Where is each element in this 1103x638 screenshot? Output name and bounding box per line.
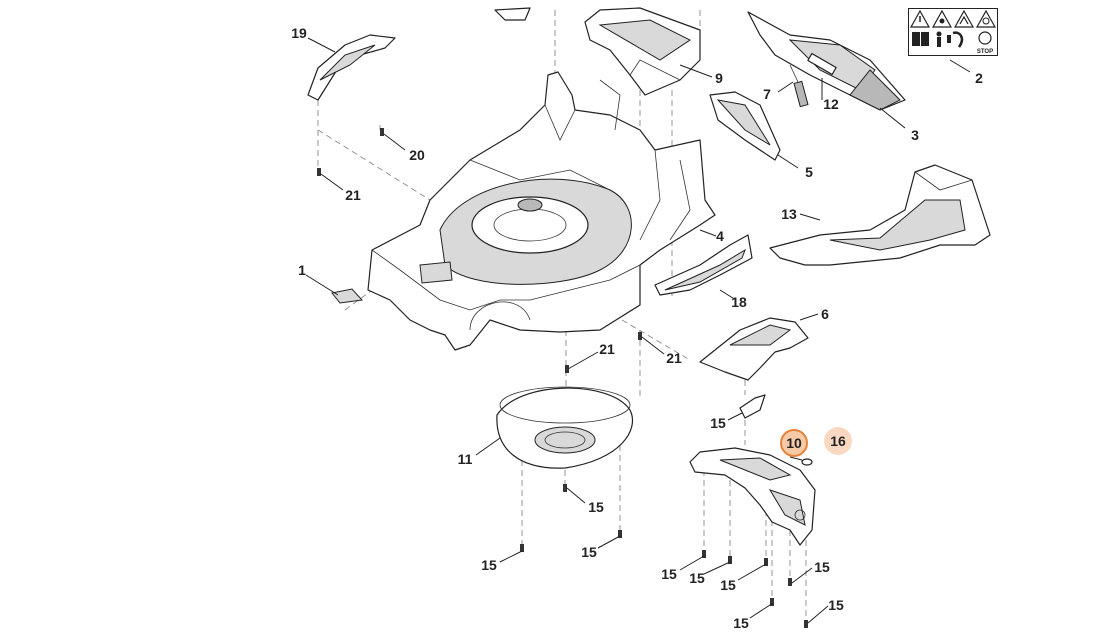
manual-icon (912, 32, 929, 46)
part-6-deflector (699, 317, 809, 381)
callout-6[interactable]: 6 (821, 306, 829, 322)
callout-7[interactable]: 7 (763, 86, 771, 102)
callout-9[interactable]: 9 (715, 70, 723, 86)
part-10-housing-bracket (689, 447, 816, 546)
leader-lines (305, 37, 971, 624)
part-9b-top-piece (494, 7, 531, 21)
callout-15-left[interactable]: 15 (481, 557, 497, 573)
callout-21-upper[interactable]: 20 (409, 147, 425, 163)
person-icon (936, 31, 942, 47)
callout-15-bowl[interactable]: 15 (588, 499, 604, 515)
part-11-blade-bowl (496, 386, 634, 469)
callout-21-right[interactable]: 21 (666, 350, 682, 366)
callout-3[interactable]: 3 (911, 127, 919, 143)
warning-label-panel: STOP (908, 8, 998, 56)
callout-21-left[interactable]: 21 (345, 187, 361, 203)
callout-1[interactable]: 1 (298, 262, 306, 278)
warning-label-icons: STOP (909, 9, 997, 55)
part-1-label (331, 288, 364, 304)
warning-triangle-icon (953, 9, 975, 28)
callout-15-mid[interactable]: 15 (581, 544, 597, 560)
warning-triangle-icon (909, 9, 931, 28)
stop-icon: STOP (977, 31, 993, 55)
callout-20[interactable]: 19 (291, 25, 307, 41)
part-5-flap (709, 91, 781, 161)
callout-2[interactable]: 2 (975, 70, 983, 86)
callout-12[interactable]: 12 (823, 96, 839, 112)
callout-19[interactable]: 18 (731, 294, 747, 310)
part-16-washer (801, 458, 813, 466)
callout-15-f[interactable]: 15 (828, 597, 844, 613)
callout-16-related[interactable]: 16 (824, 427, 852, 455)
callout-11[interactable]: 11 (457, 451, 473, 467)
ear-protection-icon (947, 31, 964, 48)
warning-triangle-icon (975, 9, 997, 28)
part-18-clip (739, 394, 766, 419)
part-4-19-guide (654, 234, 753, 296)
mower-deck-housing (367, 71, 716, 351)
callout-15-e[interactable]: 15 (733, 615, 749, 631)
callout-21-center[interactable]: 21 (599, 341, 615, 357)
callout-13[interactable]: 13 (781, 206, 797, 222)
screws (317, 128, 808, 628)
callout-15-d[interactable]: 15 (814, 559, 830, 575)
callout-18[interactable]: 15 (710, 415, 726, 431)
callout-15-b[interactable]: 15 (689, 570, 705, 586)
part-20-handle-cover (307, 34, 396, 101)
warning-triangle-icon (931, 9, 953, 28)
part-13-side-channel (769, 164, 991, 266)
part-7-12-spring-pin (789, 52, 837, 108)
callout-15-a[interactable]: 15 (661, 566, 677, 582)
callout-5[interactable]: 5 (805, 164, 813, 180)
stop-label: STOP (977, 49, 993, 55)
callout-4[interactable]: 4 (716, 228, 724, 244)
callout-10-selected[interactable]: 10 (780, 429, 808, 457)
part-9-top-cover (584, 7, 701, 96)
callout-15-c[interactable]: 15 (720, 577, 736, 593)
